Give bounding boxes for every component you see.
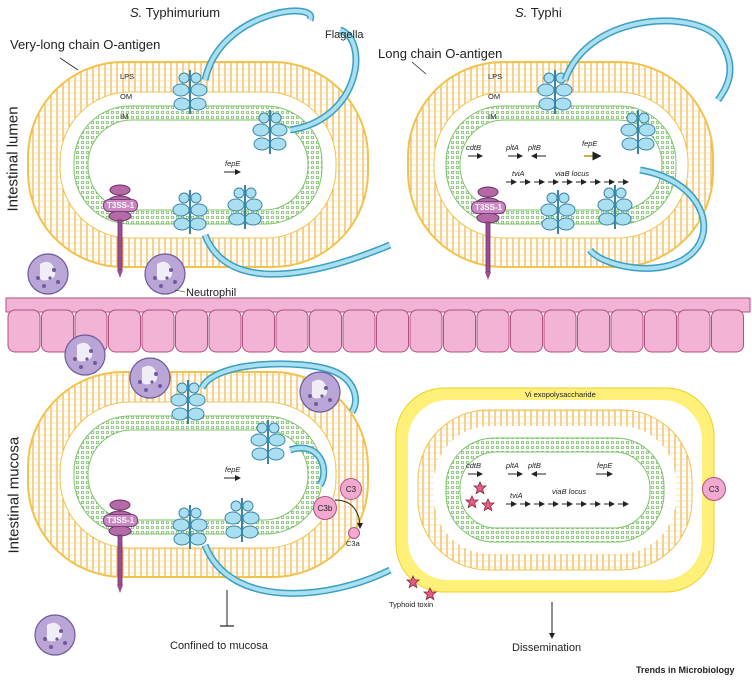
epithelial-cell xyxy=(543,309,577,353)
gene-tvia-top: tviA xyxy=(512,169,525,178)
im-label-left: IM xyxy=(120,112,129,121)
epithelial-cell xyxy=(108,309,141,353)
t3ss-label-top-left: T3SS-1 xyxy=(103,199,139,212)
epithelial-cell xyxy=(610,309,644,353)
bacterium-typhi-mucosa xyxy=(395,387,715,600)
epithelial-cell xyxy=(577,309,610,353)
c3a-fragment xyxy=(348,527,360,539)
epithelial-cell xyxy=(476,309,510,353)
journal-label: Trends in Microbiology xyxy=(636,665,735,675)
gene-fepe-top-right: fepE xyxy=(582,139,598,148)
lps-label-left: LPS xyxy=(120,72,135,81)
im-label-right: IM xyxy=(488,112,497,121)
gene-fepe-bottom-right: fepE xyxy=(597,461,613,470)
gene-fepe-bottom-left: fepE xyxy=(225,465,241,474)
gene-viab-bottom: viaB locus xyxy=(552,487,587,496)
epithelial-cell xyxy=(7,309,41,353)
c3-molecule-right: C3 xyxy=(702,477,726,501)
very-long-antigen-pointer xyxy=(59,57,79,71)
neutrophil-label: Neutrophil xyxy=(186,287,237,299)
gene-plta-bottom: pltA xyxy=(506,461,519,470)
epithelial-cell xyxy=(677,309,711,353)
epithelial-cell xyxy=(309,309,342,353)
om-label-right: OM xyxy=(488,92,501,101)
t3ss-label-bottom-left: T3SS-1 xyxy=(103,514,139,527)
gene-pltb-top: pltB xyxy=(528,143,541,152)
t3ss-label-top-right: T3SS-1 xyxy=(471,201,507,214)
gene-fepe-top-left: fepE xyxy=(225,159,241,168)
c3-molecule-left: C3 xyxy=(340,478,362,500)
epithelial-cell xyxy=(208,309,242,353)
om-label-left: OM xyxy=(120,92,133,101)
epithelial-cell xyxy=(141,309,175,353)
epithelial-cell xyxy=(342,309,376,353)
flagella-label: Flagella xyxy=(325,29,364,41)
long-antigen-pointer xyxy=(411,61,427,75)
gene-plta-top: pltA xyxy=(506,143,519,152)
confined-to-mucosa-label: Confined to mucosa xyxy=(170,640,268,652)
column-title-left: S. Typhimurium xyxy=(130,5,221,20)
epithelial-cell xyxy=(409,309,443,353)
gene-tvia-bottom: tviA xyxy=(510,491,523,500)
gene-cdtb-top: cdtB xyxy=(466,143,482,152)
long-o-antigen-label: Long chain O-antigen xyxy=(378,46,503,61)
gene-viab-top: viaB locus xyxy=(555,169,590,178)
epithelial-cell xyxy=(644,309,677,353)
epithelium xyxy=(5,297,751,353)
gene-pltb-bottom: pltB xyxy=(528,461,541,470)
epithelial-cell xyxy=(711,309,744,353)
lps-label-right: LPS xyxy=(488,72,503,81)
neutrophil-pointer xyxy=(174,289,186,293)
c3a-label: C3a xyxy=(346,539,360,548)
dissemination-label: Dissemination xyxy=(512,642,582,654)
typhoid-toxin-label: Typhoid toxin xyxy=(389,600,434,609)
epithelial-cell xyxy=(510,309,543,353)
epithelial-cell xyxy=(41,309,74,353)
row-label-mucosa: Intestinal mucosa xyxy=(5,436,23,554)
epithelial-cell xyxy=(275,309,309,353)
vi-exopolysaccharide-label: Vi exopolysaccharide xyxy=(525,390,596,399)
row-label-lumen: Intestinal lumen xyxy=(4,106,22,212)
epithelial-cell xyxy=(443,309,476,353)
column-title-right: S. Typhi xyxy=(515,5,562,20)
gene-cdtb-bottom: cdtB xyxy=(466,461,482,470)
c3b-molecule: C3b xyxy=(313,496,337,520)
epithelial-cell xyxy=(175,309,208,353)
epithelial-cell xyxy=(376,309,409,353)
epithelial-cell xyxy=(242,309,275,353)
very-long-o-antigen-label: Very-long chain O-antigen xyxy=(10,37,161,52)
